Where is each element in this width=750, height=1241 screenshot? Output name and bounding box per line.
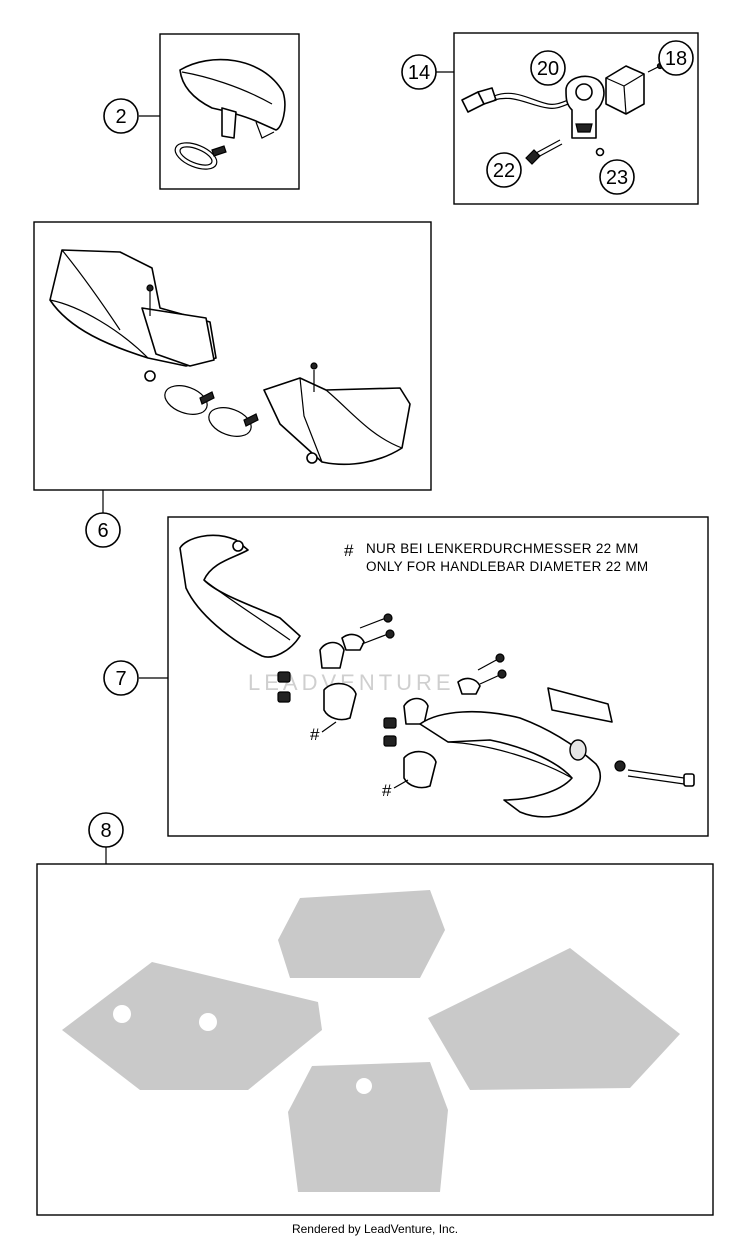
note-line-en: ONLY FOR HANDLEBAR DIAMETER 22 MM — [366, 559, 648, 574]
callout-7: 7 — [103, 660, 139, 696]
left-alu-guard — [179, 534, 301, 658]
footer-credit: Rendered by LeadVenture, Inc. — [291, 1222, 459, 1236]
callout-14: 14 — [401, 54, 437, 90]
svg-text:6: 6 — [97, 520, 108, 542]
callout-22: 22 — [486, 152, 522, 188]
note-line-de: NUR BEI LENKERDURCHMESSER 22 MM — [366, 541, 639, 556]
bracket-part — [565, 75, 605, 139]
callout-20: 20 — [530, 50, 566, 86]
cover-part — [179, 58, 286, 139]
decal-left — [62, 962, 322, 1090]
hash-mark-2: # — [382, 781, 392, 800]
clamps-right — [383, 653, 507, 789]
group-7-box: # NUR BEI LENKERDURCHMESSER 22 MM ONLY F… — [139, 516, 709, 837]
svg-text:7: 7 — [115, 668, 126, 690]
callout-18: 18 — [658, 40, 694, 76]
cable-tie — [174, 142, 227, 170]
left-handguard — [49, 249, 217, 382]
group-6-box — [33, 221, 432, 514]
svg-text:20: 20 — [537, 58, 559, 80]
note-symbol: # — [344, 541, 354, 560]
wire-connector — [461, 87, 575, 113]
group-2-box — [139, 33, 300, 190]
right-alu-guard — [419, 687, 695, 818]
decal-top — [278, 890, 445, 978]
hash-mark-1: # — [310, 725, 320, 744]
bolt-22 — [525, 139, 563, 165]
decal-bottom — [288, 1062, 448, 1192]
callout-6: 6 — [85, 512, 121, 548]
decal-right — [428, 948, 680, 1090]
svg-text:8: 8 — [100, 820, 111, 842]
cable-ties-6 — [164, 385, 259, 437]
rubber-block — [605, 65, 645, 115]
right-handguard — [263, 362, 411, 466]
group-14-box — [436, 32, 699, 205]
svg-text:14: 14 — [408, 62, 430, 84]
group-8-box — [36, 847, 714, 1216]
svg-text:22: 22 — [493, 160, 515, 182]
clamps-left — [277, 613, 395, 721]
svg-text:18: 18 — [665, 48, 687, 70]
svg-text:2: 2 — [115, 106, 126, 128]
callout-23: 23 — [599, 159, 635, 195]
callout-8: 8 — [88, 812, 124, 848]
callout-2: 2 — [103, 98, 139, 134]
svg-text:23: 23 — [606, 167, 628, 189]
nut-23 — [595, 147, 605, 157]
